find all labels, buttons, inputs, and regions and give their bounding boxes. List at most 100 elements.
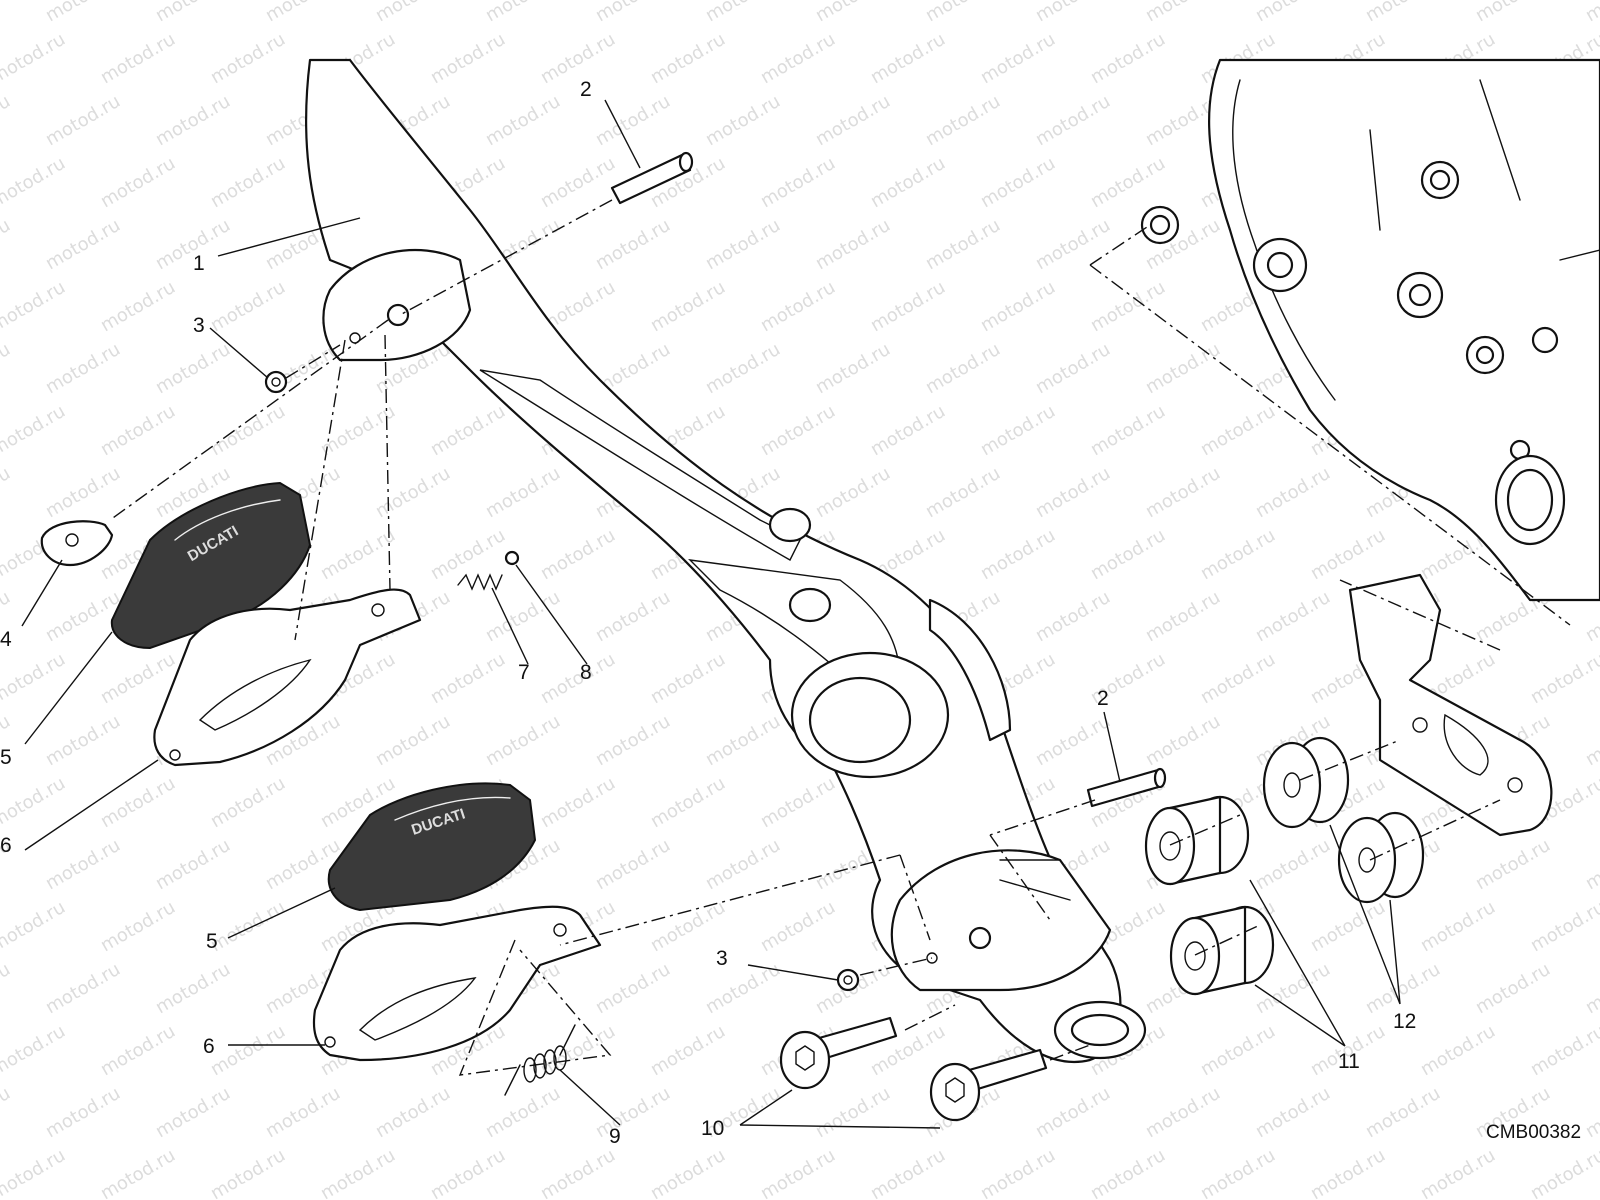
watermark-text: motod.ru (1527, 1021, 1600, 1080)
watermark-text: motod.ru (207, 153, 289, 212)
watermark-text: motod.ru (537, 29, 619, 88)
watermark-text: motod.ru (1417, 897, 1499, 956)
watermark-text: motod.ru (1142, 587, 1224, 646)
watermark-text: motod.ru (592, 959, 674, 1018)
watermark-text: motod.ru (0, 153, 69, 212)
footpeg-upper (153, 588, 422, 767)
watermark-text: motod.ru (1307, 897, 1389, 956)
watermark-text: motod.ru (1252, 463, 1334, 522)
watermark-text: motod.ru (482, 0, 564, 26)
watermark-text: motod.ru (97, 1145, 179, 1200)
watermark-text: motod.ru (1527, 1145, 1600, 1200)
watermark-text: motod.ru (0, 29, 69, 88)
watermark-text: motod.ru (317, 1145, 399, 1200)
watermark-text: motod.ru (1087, 525, 1169, 584)
watermark-text: motod.ru (757, 1145, 839, 1200)
watermark-text: motod.ru (537, 1145, 619, 1200)
watermark-text: motod.ru (1032, 215, 1114, 274)
watermark-text: motod.ru (702, 339, 784, 398)
circlip-lower (836, 968, 860, 992)
watermark-text: motod.ru (592, 215, 674, 274)
watermark-text: motod.ru (1142, 463, 1224, 522)
watermark-text: motod.ru (812, 339, 894, 398)
watermark-text: motod.ru (537, 525, 619, 584)
watermark-text: motod.ru (1032, 711, 1114, 770)
watermark-text: motod.ru (97, 29, 179, 88)
watermark-text: motod.ru (1582, 959, 1600, 1018)
watermark-text: motod.ru (0, 401, 69, 460)
watermark-text: motod.ru (1307, 525, 1389, 584)
watermark-text: motod.ru (97, 277, 179, 336)
spring-small (457, 573, 503, 591)
watermark-text: motod.ru (757, 401, 839, 460)
spacer-upper (1144, 795, 1250, 886)
watermark-text: motod.ru (482, 587, 564, 646)
watermark-text: motod.ru (647, 649, 729, 708)
grommet-lower (1337, 811, 1425, 904)
watermark-text: motod.ru (1417, 1145, 1499, 1200)
footpeg-lower (312, 905, 602, 1062)
watermark-text: motod.ru (97, 401, 179, 460)
watermark-text: motod.ru (0, 0, 14, 26)
watermark-text: motod.ru (1252, 587, 1334, 646)
callout-2-lower: 2 (1097, 687, 1109, 710)
watermark-text: motod.ru (1362, 1083, 1444, 1142)
watermark-text: motod.ru (207, 1021, 289, 1080)
watermark-text: motod.ru (152, 1083, 234, 1142)
callout-2-upper: 2 (580, 78, 592, 101)
watermark-text: motod.ru (977, 1145, 1059, 1200)
watermark-text: motod.ru (372, 0, 454, 26)
watermark-text: motod.ru (42, 959, 124, 1018)
callout-labels: 1 2 3 4 5 6 7 8 2 3 5 6 9 10 11 12 CMB00… (0, 78, 1581, 1148)
watermark-text: motod.ru (1362, 0, 1444, 26)
watermark-text: motod.ru (1252, 835, 1334, 894)
leader-lines (21, 99, 1401, 1129)
watermark-text: motod.ru (482, 463, 564, 522)
watermark-text: motod.ru (867, 1145, 949, 1200)
watermark-text: motod.ru (0, 649, 69, 708)
bolt-right (929, 1048, 1048, 1122)
watermark-text: motod.ru (1087, 29, 1169, 88)
watermark-text: motod.ru (1142, 711, 1224, 770)
watermark-text: motod.ru (1032, 91, 1114, 150)
watermark-text: motod.ru (427, 401, 509, 460)
watermark-text: motod.ru (152, 0, 234, 26)
watermark-text: motod.ru (207, 897, 289, 956)
watermark-text: motod.ru (1252, 1083, 1334, 1142)
watermark-text: motod.ru (647, 277, 729, 336)
watermark-text: motod.ru (0, 463, 14, 522)
watermark-text: motod.ru (427, 525, 509, 584)
drawing-code: CMB00382 (1486, 1122, 1581, 1143)
watermark-text: motod.ru (207, 401, 289, 460)
watermark-text: motod.ru (702, 959, 784, 1018)
watermark-text: motod.ru (1527, 897, 1600, 956)
watermark-text: motod.ru (317, 525, 399, 584)
bolt-left (779, 1016, 898, 1090)
watermark-text: motod.ru (262, 1083, 344, 1142)
watermark-text: motod.ru (1472, 835, 1554, 894)
watermark-text: motod.ru (757, 29, 839, 88)
watermark-text: motod.ru (42, 1083, 124, 1142)
watermark-text: motod.ru (0, 897, 69, 956)
watermark-text: motod.ru (592, 587, 674, 646)
watermark-text: motod.ru (757, 277, 839, 336)
watermark-text: motod.ru (152, 959, 234, 1018)
watermark-text: motod.ru (42, 91, 124, 150)
watermark-text: motod.ru (647, 1145, 729, 1200)
watermark-text: motod.ru (647, 1021, 729, 1080)
watermark-text: motod.ru (0, 91, 14, 150)
watermark-text: motod.ru (427, 29, 509, 88)
watermark-text: motod.ru (42, 339, 124, 398)
callout-7: 7 (518, 661, 530, 684)
callout-5-lower: 5 (206, 930, 218, 953)
watermark-text: motod.ru (42, 463, 124, 522)
watermark-text: motod.ru (152, 91, 234, 150)
watermark-text: motod.ru (757, 153, 839, 212)
circlip-upper (264, 370, 288, 394)
watermark-text: motod.ru (372, 1083, 454, 1142)
watermark-text: motod.ru (97, 773, 179, 832)
watermark-text: motod.ru (922, 339, 1004, 398)
watermark-text: motod.ru (482, 91, 564, 150)
callout-1: 1 (193, 252, 205, 275)
watermark-text: motod.ru (42, 0, 124, 26)
